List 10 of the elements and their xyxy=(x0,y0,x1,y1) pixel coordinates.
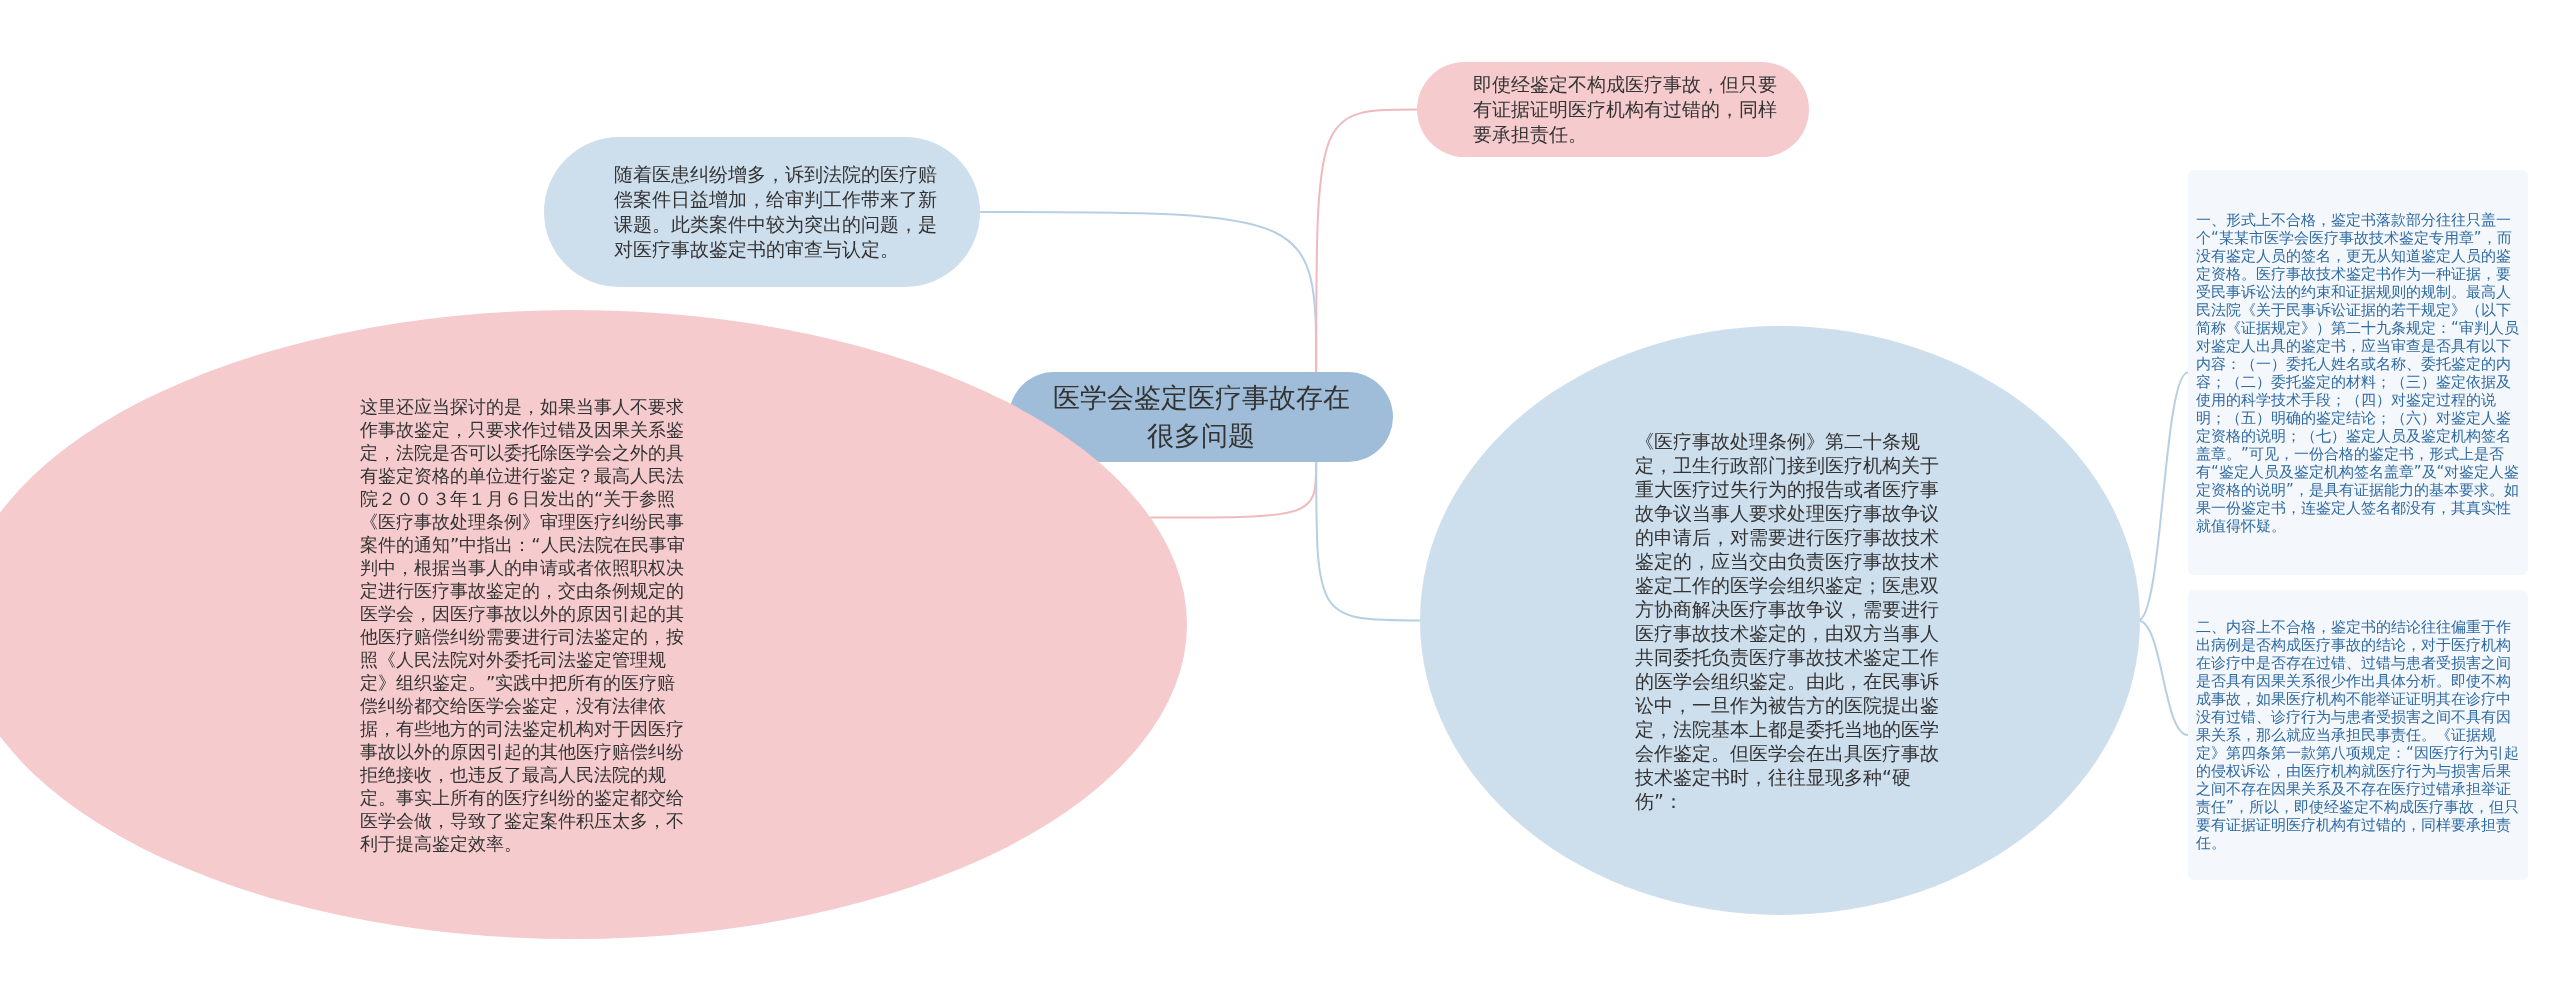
detail-box xyxy=(2188,590,2528,880)
node-text: 《医疗事故处理条例》第二十条规定，卫生行政部门接到医疗机构关于重大医疗过失行为的报告或者医疗事故争议当事人要求处理医疗事故争议的申请后，对需要进行医疗事故技术鉴定的，应当交由负责医疗事故技术鉴定工作的医学会组织鉴定；医患双方协商解决医疗事故争议，需要进行医疗事故技术鉴定的，由双方当事人共同委托负责医疗事故技术鉴定工作的医学会组织鉴定。由此，在民事诉讼中，一旦作为被告方的医院提出鉴定，法院基本上都是委托当地的医学会作鉴定。但医学会在出具医疗事故技术鉴定书时，往往显现多种“硬伤”： xyxy=(1635,428,1940,813)
node-text: 这里还应当探讨的是，如果当事人不要求作事故鉴定，只要求作过错及因果关系鉴定，法院是否可以委托除医学会之外的具有鉴定资格的单位进行鉴定？最高人民法院２００３年１月６日发出的“关于参照《医疗事故处理条例》审理医疗纠纷民事案件的通知”中指出：“人民法院在民事审判中，根据当事人的申请或者依照职权决定进行医疗事故鉴定的，交由条例规定的医学会，因医疗事故以外的原因引起的其他医疗赔偿纠纷需要进行司法鉴定的，按照《人民法院对外委托司法鉴定管理规定》组织鉴定。”实践中把所有的医疗赔偿纠纷都交给医学会鉴定，没有法律依据，有些地方的司法鉴定机构对于因医疗事故以外的原因引起的其他医疗赔偿纠纷拒绝接收，也违反了最高人民法院的规定。事实上所有的医疗纠纷的鉴定都交给医学会做，导致了鉴定案件积压太多，不利于提高鉴定效率。 xyxy=(360,394,686,855)
node-text: 医学会鉴定医疗事故存在很多问题 xyxy=(1051,381,1351,453)
node-text: 随着医患纠纷增多，诉到法院的医疗赔偿案件日益增加，给审判工作带来了新课题。此类案件中较为突出的问题，是对医疗事故鉴定书的审查与认定。 xyxy=(614,162,938,262)
node-text: 即使经鉴定不构成医疗事故，但只要有证据证明医疗机构有过错的，同样要承担责任。 xyxy=(1473,72,1778,147)
node-text: 一、形式上不合格，鉴定书落款部分往往只盖一个“某某市医学会医疗事故技术鉴定专用章”，而没有鉴定人员的签名，更无从知道鉴定人员的鉴定资格。医疗事故技术鉴定书作为一种证据，要受民事诉讼法的约束和证据规则的规制。最高人民法院《关于民事诉讼证据的若干规定》（以下简称《证据规定》）第二十九条规定：“审判人员对鉴定人出具的鉴定书，应当审查是否具有以下内容：（一）委托人姓名或名称、委托鉴定的内容；（二）委托鉴定的材料；（三）鉴定依据及使用的科学技术手段；（四）对鉴定过程的说明；（五）明确的鉴定结论；（六）对鉴定人鉴定资格的说明；（七）鉴定人员及鉴定机构签名盖章。”可见，一份合格的鉴定书，形式上是否有“鉴定人员及鉴定机构签名盖章”及“对鉴定人鉴定资格的说明”，是具有证据能力的基本要求。如果一份鉴定书，连鉴定人签名都没有，其真实性就值得怀疑。 xyxy=(2196,210,2520,535)
connector-line xyxy=(1315,108,1418,373)
detail-box xyxy=(2188,170,2528,575)
node-text: 二、内容上不合格，鉴定书的结论往往偏重于作出病例是否构成医疗事故的结论，对于医疗机构在诊疗中是否存在过错、过错与患者受损害之间是否具有因果关系很少作出具体分析。即使不构成事故，如果医疗机构不能举证证明其在诊疗中没有过错、诊疗行为与患者受损害之间不具有因果关系，那么就应当承担民事责任。《证据规定》第四条第一款第八项规定：“因医疗行为引起的侵权诉讼，由医疗机构就医疗行为与损害后果之间不存在因果关系及不存在医疗过错承担举证责任”，所以，即使经鉴定不构成医疗事故，但只要有证据证明医疗机构有过错的，同样要承担责任。 xyxy=(2196,618,2520,852)
